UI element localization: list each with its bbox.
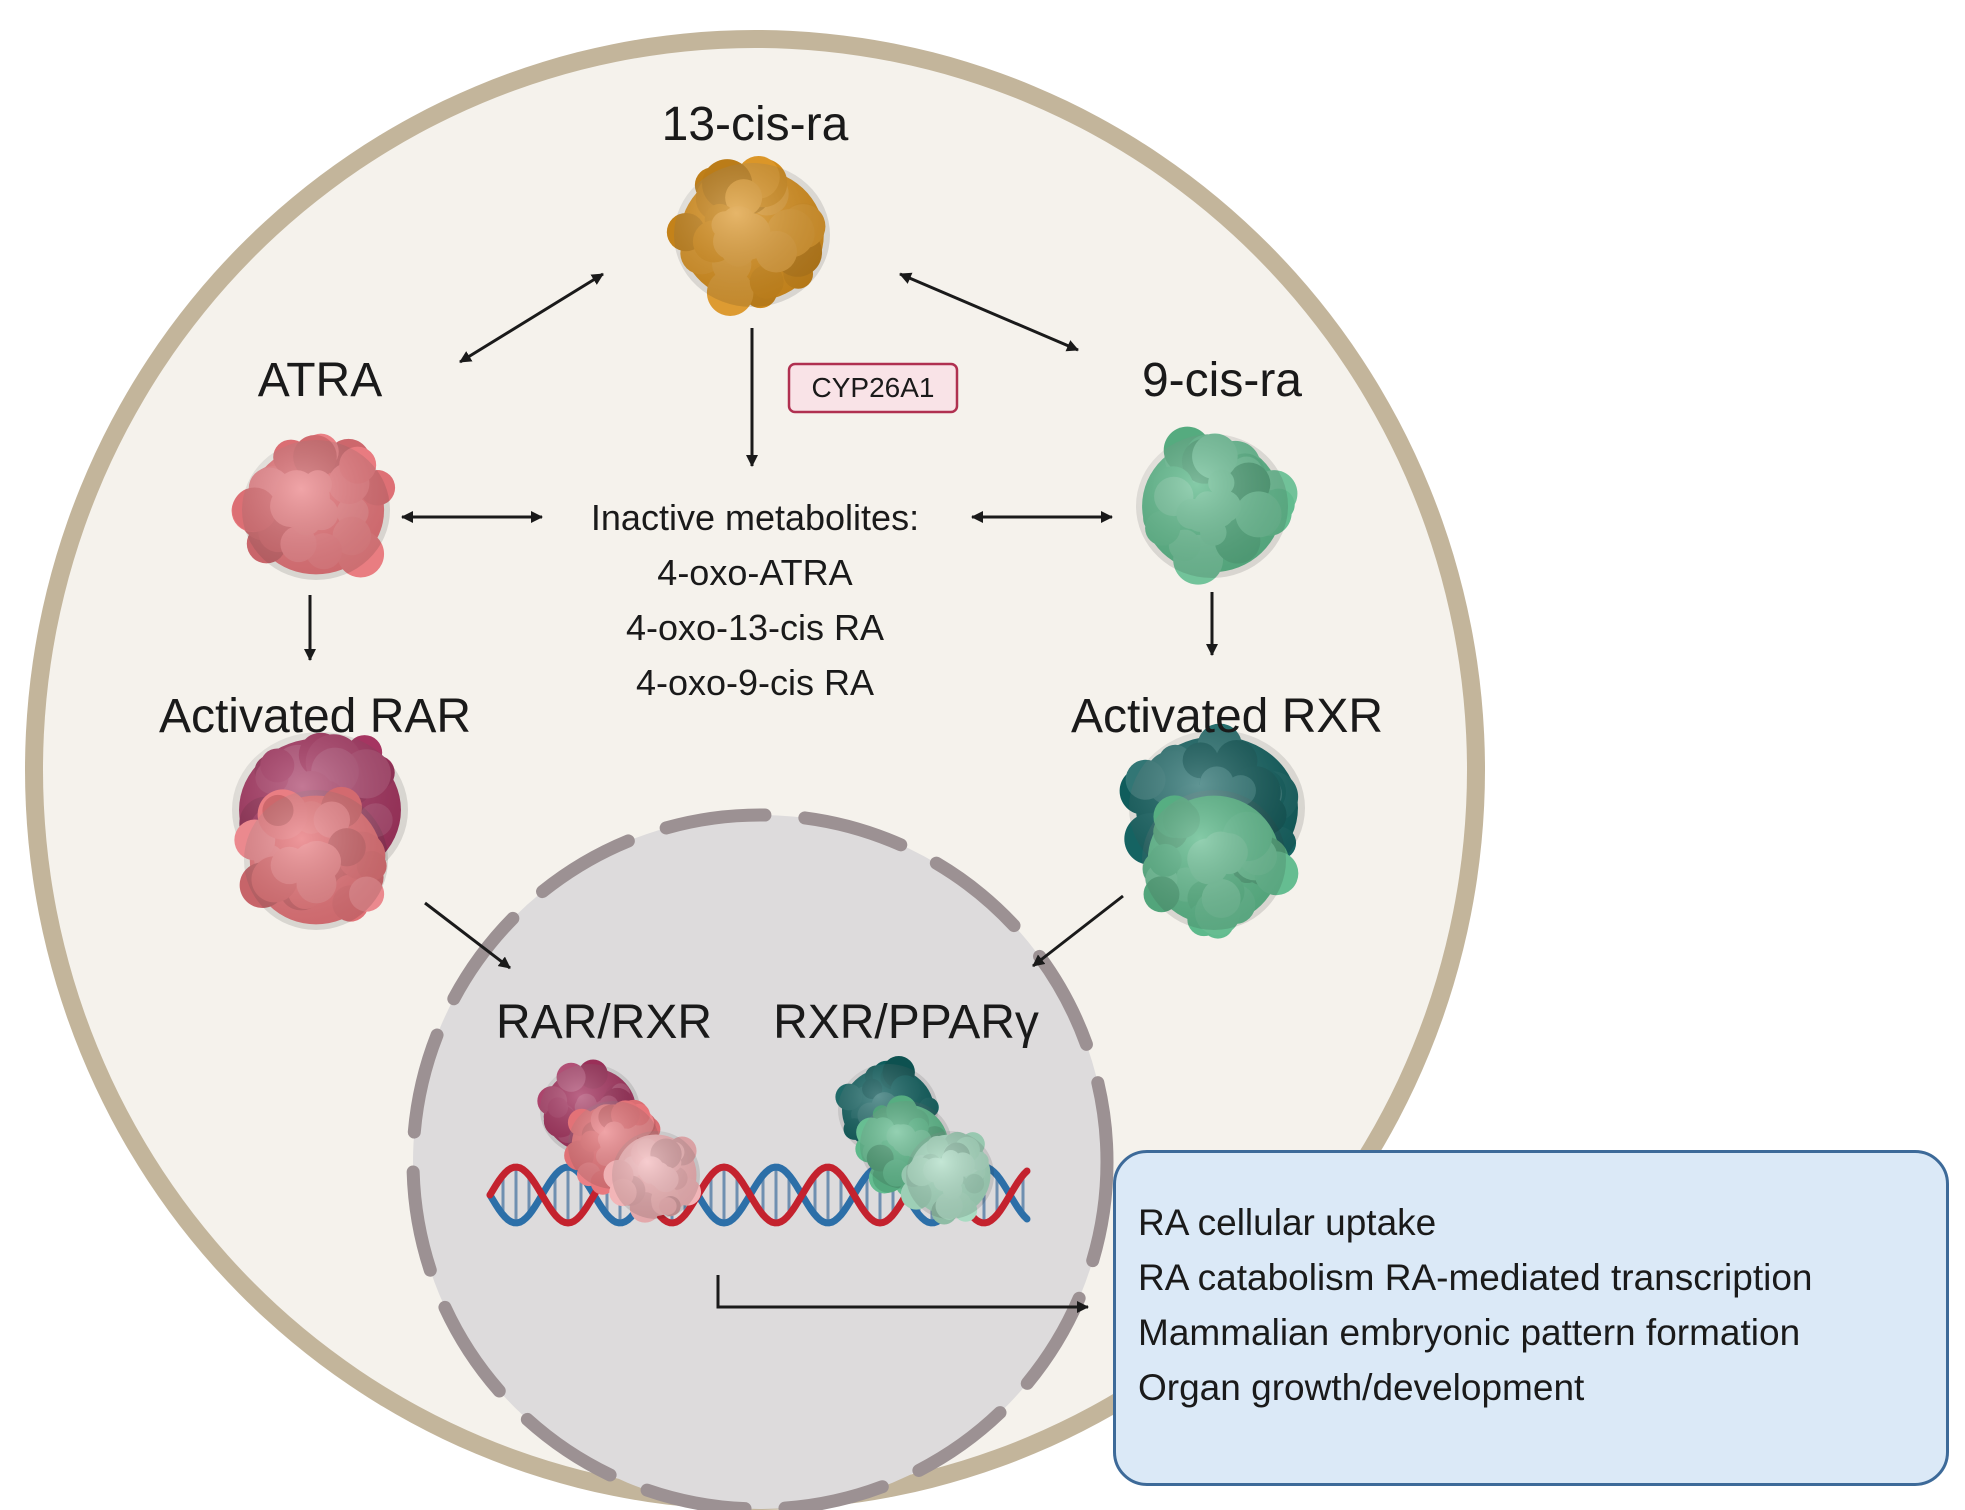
activated-rar-label: Activated RAR (159, 690, 471, 743)
atra-label: ATRA (258, 354, 382, 407)
rar-rxr-label: RAR/RXR (496, 996, 712, 1049)
arrow-rar-nucleus (424, 901, 511, 970)
arrow-atra-13cis (459, 272, 604, 364)
9-cis-ra-label: 9-cis-ra (1142, 354, 1302, 407)
nucleus (413, 815, 1107, 1509)
activated-rxr-label: Activated RXR (1071, 690, 1383, 743)
metabolite-item: 4-oxo-ATRA (657, 552, 852, 593)
outcome-item: Organ growth/development (1138, 1367, 1585, 1408)
rxr-ppar-label: RXR/PPARγ (773, 996, 1039, 1049)
protein-shading (242, 440, 390, 580)
9-cis-ra-protein-icon (1136, 426, 1298, 585)
activated-rxr-complex-icon (1119, 723, 1305, 939)
arrow-dna-outcomes (716, 1275, 1089, 1313)
inactive-metabolites-title: Inactive metabolites: (591, 497, 919, 538)
protein-shading (244, 790, 388, 930)
atra-protein-icon (231, 433, 396, 580)
nuclear-envelope (406, 808, 1114, 1510)
outcome-item: Mammalian embryonic pattern formation (1138, 1312, 1801, 1353)
cyp26a1-label: CYP26A1 (812, 372, 935, 403)
protein-shading (1136, 434, 1288, 578)
protein-shading (1142, 790, 1286, 930)
protein-shading (674, 163, 830, 307)
protein-shading (906, 1131, 994, 1219)
outcome-item: RA cellular uptake (1138, 1202, 1437, 1243)
outcomes-box: RA cellular uptake RA catabolism RA-medi… (1113, 1150, 1949, 1486)
13-cis-ra-label: 13-cis-ra (662, 98, 849, 151)
activated-rar-complex-icon (232, 732, 408, 930)
rxr-ppar-dimer-icon (835, 1055, 994, 1225)
cyp26a1-tag (787, 362, 959, 414)
protein-shading (612, 1131, 700, 1219)
arrows (304, 272, 1218, 1313)
arrow-13cis-9cis (899, 272, 1079, 352)
rar-rxr-dimer-icon (537, 1059, 702, 1223)
outcome-item: RA catabolism RA-mediated transcription (1138, 1257, 1813, 1298)
metabolite-item: 4-oxo-13-cis RA (626, 607, 884, 648)
arrow-rxr-nucleus (1032, 894, 1124, 968)
metabolite-item: 4-oxo-9-cis RA (636, 662, 874, 703)
13-cis-ra-protein-icon (666, 156, 830, 316)
